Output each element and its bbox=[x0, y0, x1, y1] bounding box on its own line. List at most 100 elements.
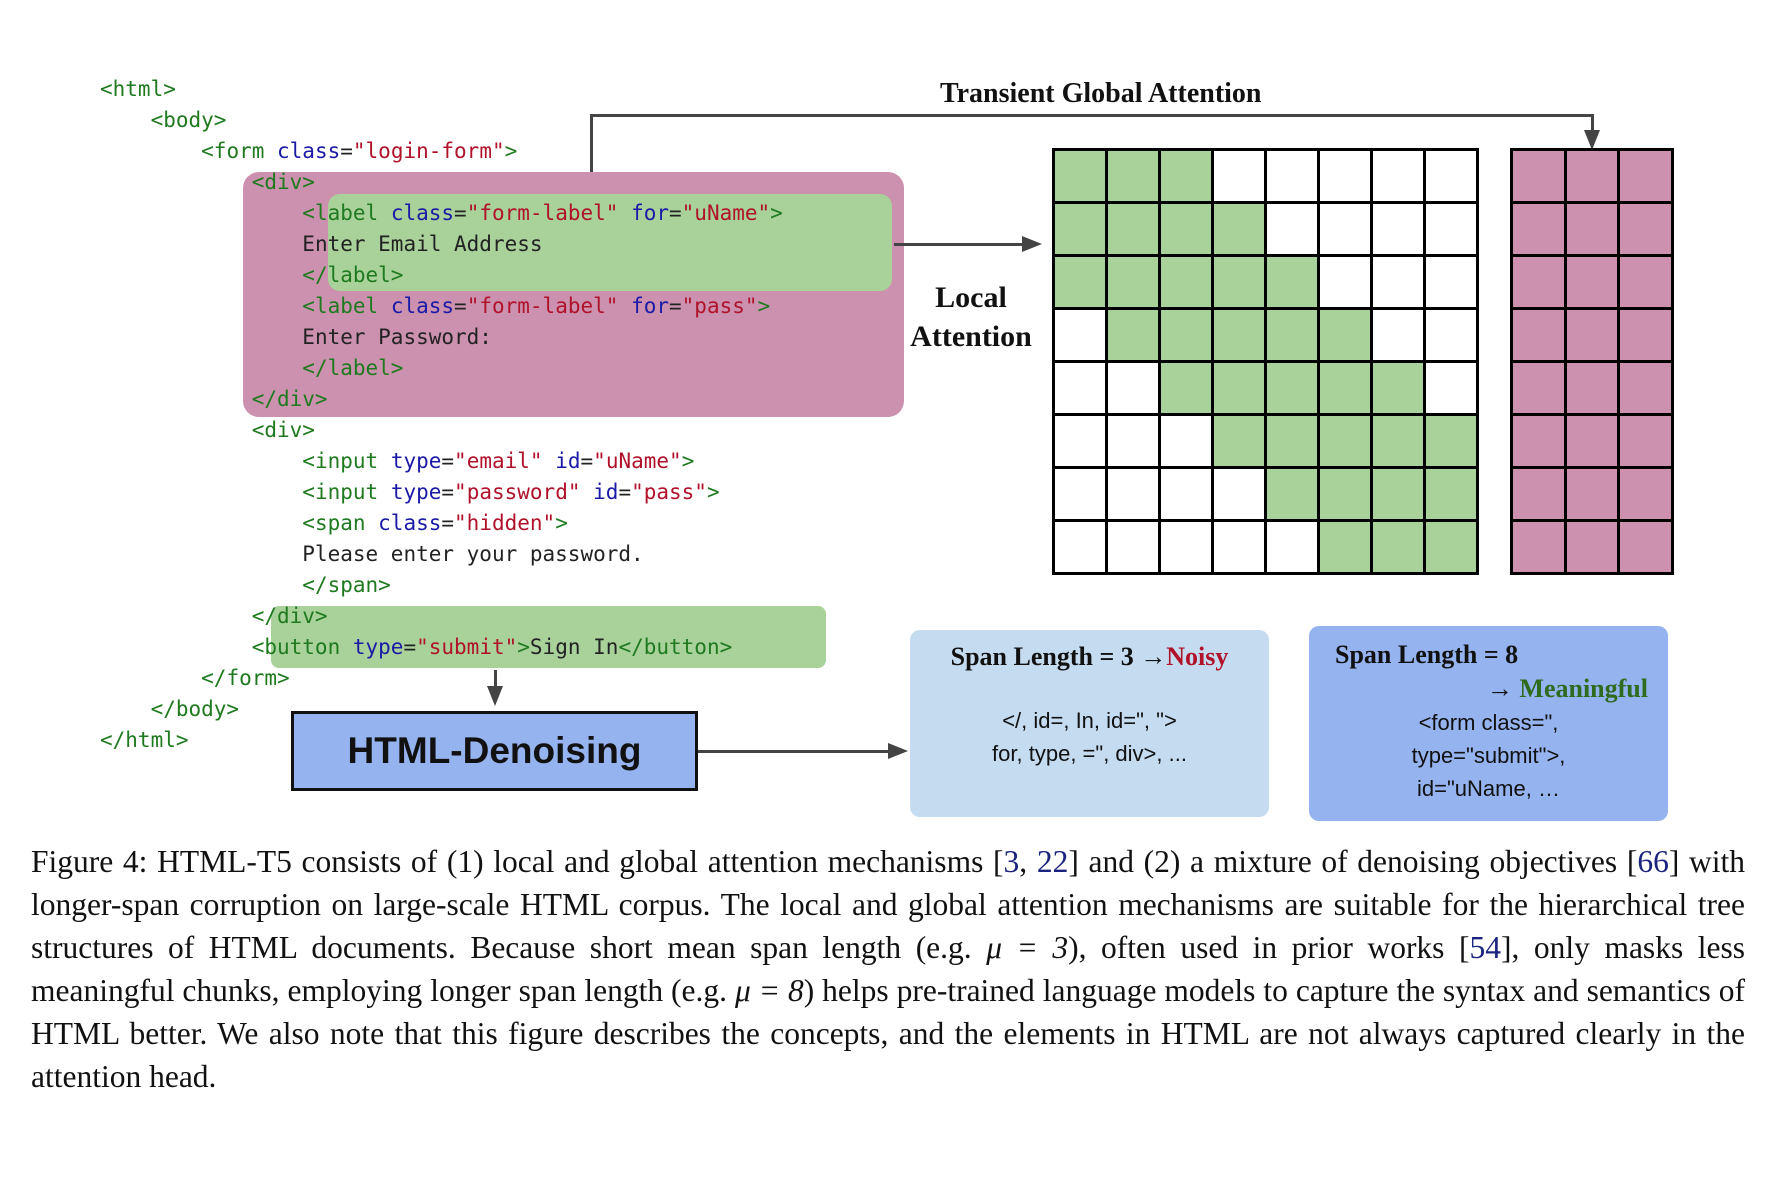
span-short-line2: for, type, =", div>, ... bbox=[992, 741, 1187, 766]
attention-cell-active bbox=[1320, 522, 1370, 572]
code-token-attr: class bbox=[378, 511, 442, 535]
code-token-str: "pass" bbox=[631, 480, 707, 504]
code-line: <label class="form-label" for="pass"> bbox=[100, 291, 783, 322]
code-token-txt bbox=[618, 201, 631, 225]
attention-cell-active bbox=[1214, 416, 1264, 466]
code-token-attr: for bbox=[631, 294, 669, 318]
attention-cell-active bbox=[1055, 151, 1105, 201]
code-line: </div> bbox=[100, 601, 783, 632]
code-token-txt: = bbox=[454, 294, 467, 318]
code-token-str: "password" bbox=[454, 480, 581, 504]
code-token-txt bbox=[618, 294, 631, 318]
global-attention-cell bbox=[1513, 257, 1564, 307]
html-denoising-box: HTML-Denoising bbox=[291, 711, 698, 791]
citation-link[interactable]: 54 bbox=[1469, 930, 1501, 965]
code-token-str: "login-form" bbox=[352, 139, 505, 163]
arrow-right-icon bbox=[888, 743, 908, 759]
code-token-tag: <label bbox=[302, 201, 391, 225]
code-line: </label> bbox=[100, 353, 783, 384]
global-attention-cell bbox=[1566, 363, 1618, 413]
attention-cell-active bbox=[1373, 469, 1423, 519]
span-length-long-box: Span Length = 8 → Meaningful <form class… bbox=[1309, 626, 1668, 821]
global-attention-cell bbox=[1620, 310, 1671, 360]
span-long-line3: id="uName, … bbox=[1417, 776, 1560, 801]
attention-cell-inactive bbox=[1373, 151, 1423, 201]
attention-cell-inactive bbox=[1108, 469, 1158, 519]
span-short-title: Span Length = 3 →Noisy bbox=[950, 642, 1229, 671]
attention-cell-inactive bbox=[1161, 469, 1211, 519]
code-token-tag: > bbox=[770, 201, 783, 225]
local-attention-label-line2: Attention bbox=[910, 320, 1032, 353]
code-token-tag: </form> bbox=[201, 666, 290, 690]
arrow-down-icon bbox=[487, 686, 503, 706]
global-attention-cell bbox=[1620, 151, 1671, 201]
span-short-examples: </, id=, In, id=", "> for, type, =", div… bbox=[910, 704, 1269, 770]
global-connector-vertical-right bbox=[1591, 114, 1594, 134]
span-long-line1: <form class=", bbox=[1418, 710, 1559, 735]
code-token-tag: <input bbox=[302, 449, 391, 473]
local-span-highlight-button bbox=[271, 606, 826, 668]
attention-cell-active bbox=[1320, 469, 1370, 519]
attention-cell-inactive bbox=[1426, 363, 1476, 413]
code-token-str: "email" bbox=[454, 449, 543, 473]
code-token-tag: </body> bbox=[150, 697, 240, 721]
global-attention-cell bbox=[1513, 363, 1564, 413]
attention-cell-active bbox=[1214, 363, 1264, 413]
span-long-title: Span Length = 8 bbox=[1335, 640, 1519, 669]
code-token-tag: </label> bbox=[302, 263, 404, 287]
attention-cell-inactive bbox=[1055, 469, 1105, 519]
code-token-txt: = bbox=[441, 511, 455, 535]
global-attention-cell bbox=[1620, 522, 1671, 572]
attention-cell-inactive bbox=[1373, 257, 1423, 307]
code-token-txt: = bbox=[580, 449, 594, 473]
citation-link[interactable]: 3 bbox=[1003, 844, 1020, 879]
code-token-txt: = bbox=[669, 294, 682, 318]
attention-cell-active bbox=[1426, 416, 1476, 466]
code-token-txt: = bbox=[669, 201, 682, 225]
span-short-line1: </, id=, In, id=", "> bbox=[1002, 708, 1177, 733]
code-token-str: "hidden" bbox=[454, 511, 556, 535]
attention-cell-inactive bbox=[1214, 151, 1264, 201]
code-line: </span> bbox=[100, 570, 783, 601]
attention-cell-active bbox=[1373, 416, 1423, 466]
figure-caption: Figure 4: HTML-T5 consists of (1) local … bbox=[31, 844, 1745, 1094]
citation-link[interactable]: 22 bbox=[1036, 844, 1069, 879]
global-connector-horizontal bbox=[590, 114, 1594, 117]
code-token-attr: for bbox=[631, 201, 669, 225]
attention-cell-active bbox=[1320, 416, 1370, 466]
attention-cell-inactive bbox=[1108, 522, 1158, 572]
code-token-tag: <div> bbox=[251, 170, 315, 194]
global-attention-cell bbox=[1513, 204, 1564, 254]
code-token-txt: = bbox=[403, 635, 417, 659]
code-token-tag: </div> bbox=[251, 604, 328, 628]
citation-link[interactable]: 66 bbox=[1637, 844, 1669, 879]
code-token-tag: </html> bbox=[100, 728, 189, 752]
code-token-tag: > bbox=[517, 635, 530, 659]
attention-cell-inactive bbox=[1373, 310, 1423, 360]
attention-cell-inactive bbox=[1320, 204, 1370, 254]
global-attention-cell bbox=[1566, 204, 1618, 254]
global-attention-cell bbox=[1620, 416, 1671, 466]
code-line: Enter Email Address bbox=[100, 229, 783, 260]
arrow-down-icon bbox=[1584, 130, 1600, 150]
attention-cell-active bbox=[1214, 257, 1264, 307]
global-attention-cell bbox=[1513, 151, 1564, 201]
attention-cell-inactive bbox=[1426, 257, 1476, 307]
code-token-tag: > bbox=[757, 294, 771, 318]
denoise-connector-horizontal bbox=[698, 750, 890, 753]
attention-cell-active bbox=[1426, 522, 1476, 572]
code-token-txt bbox=[580, 480, 593, 504]
meaningful-label: Meaningful bbox=[1519, 674, 1648, 703]
attention-cell-inactive bbox=[1161, 416, 1211, 466]
code-token-txt: = bbox=[441, 449, 455, 473]
attention-cell-active bbox=[1214, 204, 1264, 254]
global-attention-title: Transient Global Attention bbox=[940, 78, 1262, 109]
local-connector bbox=[894, 243, 1024, 246]
attention-cell-active bbox=[1108, 310, 1158, 360]
code-line: </form> bbox=[100, 663, 783, 694]
global-attention-cell bbox=[1620, 257, 1671, 307]
span-long-line2: type="submit">, bbox=[1411, 743, 1566, 768]
code-token-tag: <form bbox=[201, 139, 278, 163]
code-token-attr: type bbox=[390, 480, 442, 504]
attention-cell-inactive bbox=[1267, 522, 1317, 572]
